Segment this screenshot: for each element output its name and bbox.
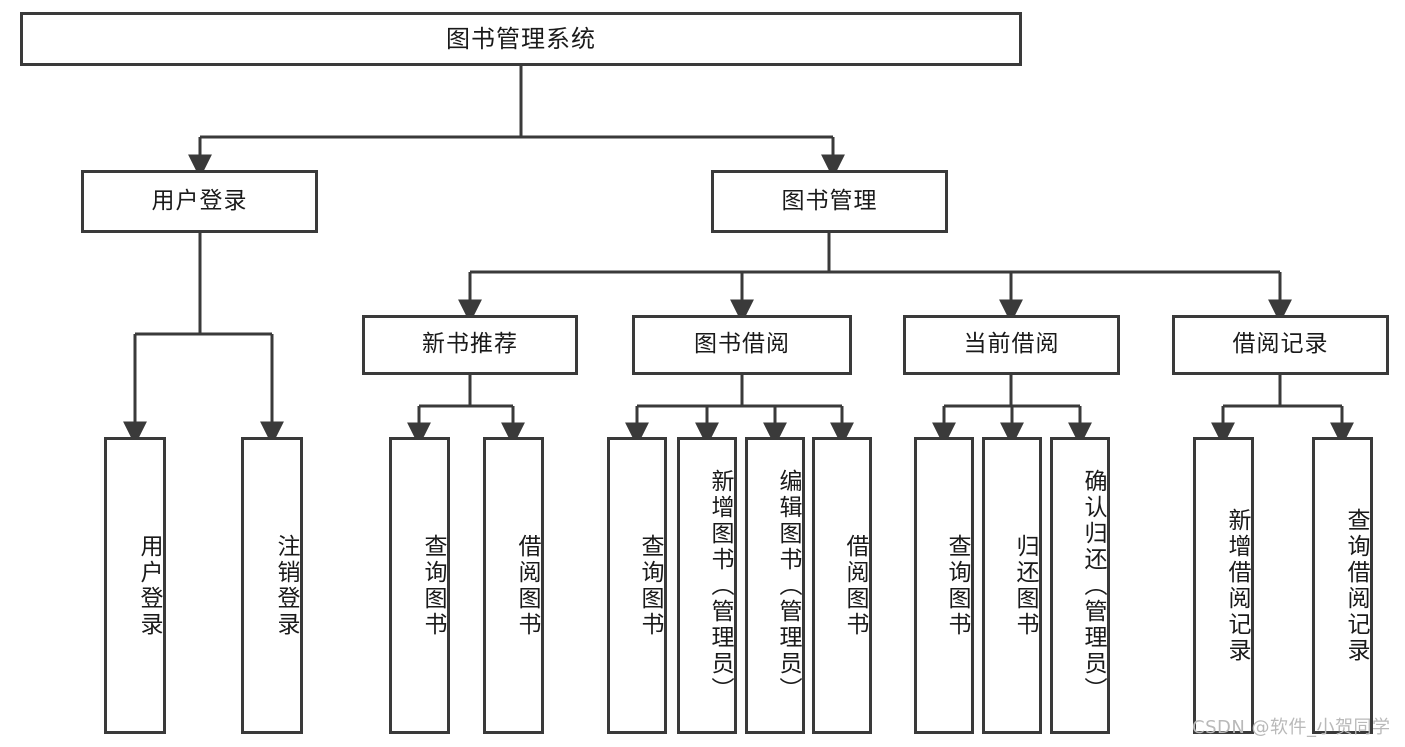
leaf-current-return-book[interactable]: 归还图书 xyxy=(982,437,1042,734)
node-new-book-recommend[interactable]: 新书推荐 xyxy=(362,315,578,375)
leaf-record-query-record[interactable]: 查询借阅记录 xyxy=(1312,437,1373,734)
leaf-borrow-edit-book-admin[interactable]: 编辑图书（管理员） xyxy=(745,437,805,734)
node-root-system[interactable]: 图书管理系统 xyxy=(20,12,1022,66)
node-current-borrow[interactable]: 当前借阅 xyxy=(903,315,1120,375)
leaf-user-login-logout[interactable]: 注销登录 xyxy=(241,437,303,734)
leaf-borrow-add-book-admin[interactable]: 新增图书（管理员） xyxy=(677,437,737,734)
leaf-borrow-borrow-book[interactable]: 借阅图书 xyxy=(812,437,872,734)
leaf-recommend-borrow-book[interactable]: 借阅图书 xyxy=(483,437,544,734)
leaf-current-confirm-return-admin[interactable]: 确认归还（管理员） xyxy=(1050,437,1110,734)
node-book-borrow[interactable]: 图书借阅 xyxy=(632,315,852,375)
node-borrow-record[interactable]: 借阅记录 xyxy=(1172,315,1389,375)
leaf-record-add-record[interactable]: 新增借阅记录 xyxy=(1193,437,1254,734)
leaf-recommend-query-book[interactable]: 查询图书 xyxy=(389,437,450,734)
node-user-login[interactable]: 用户登录 xyxy=(81,170,318,233)
node-book-management[interactable]: 图书管理 xyxy=(711,170,948,233)
leaf-user-login-login[interactable]: 用户登录 xyxy=(104,437,166,734)
leaf-current-query-book[interactable]: 查询图书 xyxy=(914,437,974,734)
leaf-borrow-query-book[interactable]: 查询图书 xyxy=(607,437,667,734)
csdn-watermark: CSDN @软件_小贺同学 xyxy=(1192,717,1391,738)
